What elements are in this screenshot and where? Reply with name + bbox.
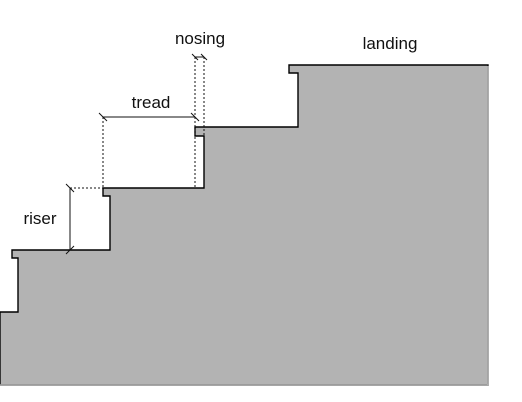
riser-tick-bottom [65,245,75,255]
nosing-label: nosing [175,29,225,48]
stair-body [0,64,489,386]
stair-body-edge-cover [0,66,489,386]
tread-label: tread [132,93,171,112]
landing-label: landing [363,34,418,53]
riser-label: riser [23,209,56,228]
